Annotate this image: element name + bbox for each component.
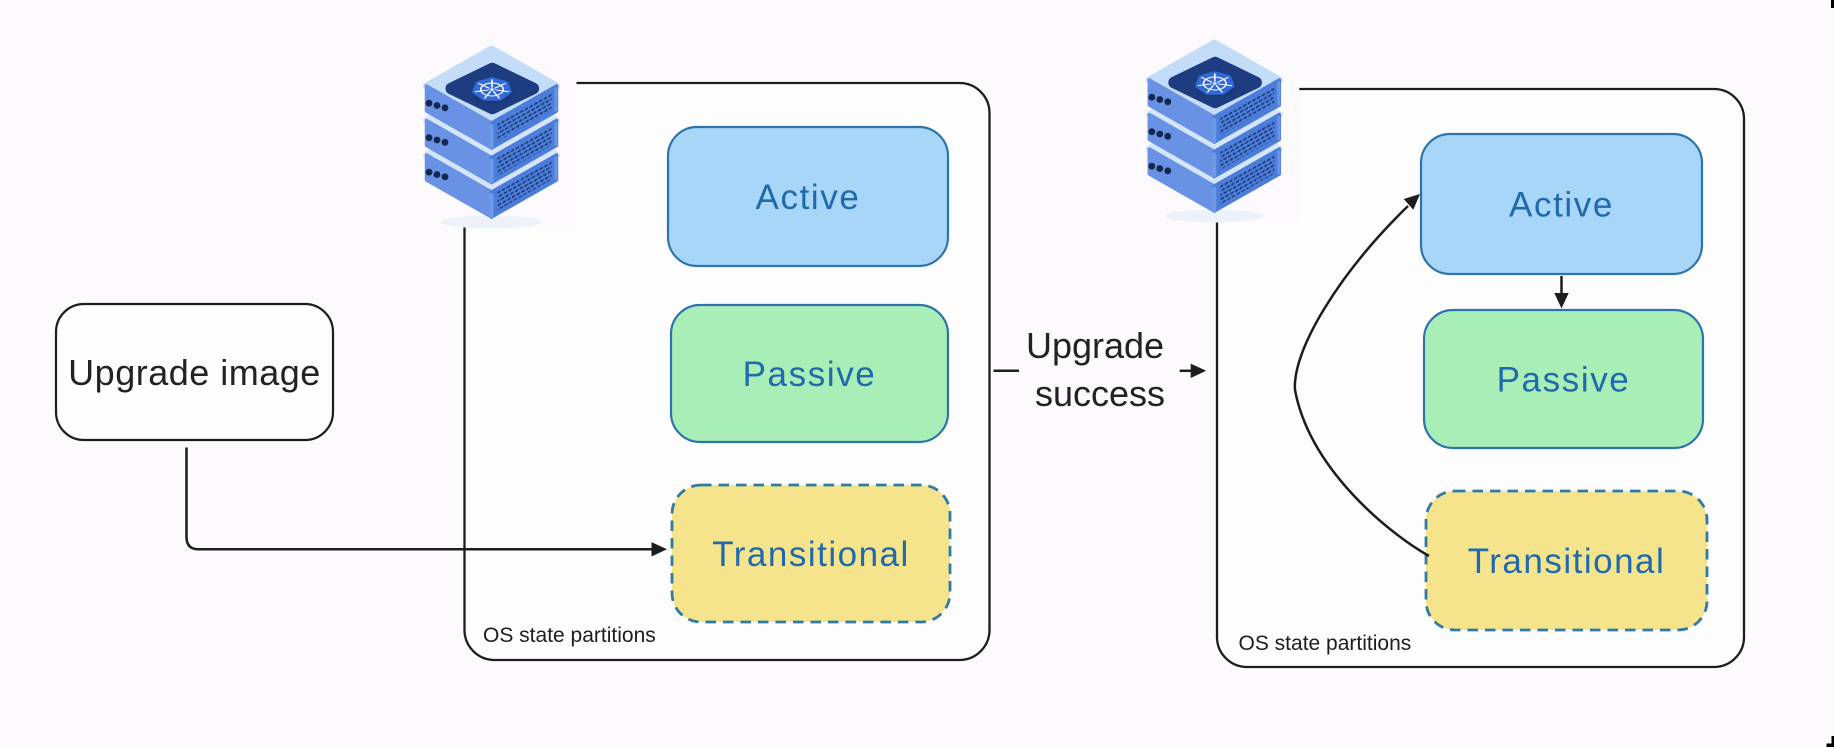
svg-text:OS state partitions: OS state partitions [483,624,656,647]
svg-text:Passive: Passive [743,355,877,394]
svg-text:OS state partitions: OS state partitions [1239,632,1412,655]
svg-text:Active: Active [1509,186,1614,225]
svg-text:Upgrade: Upgrade [1026,325,1164,366]
svg-text:Transitional: Transitional [712,535,910,574]
svg-text:Transitional: Transitional [1468,542,1666,581]
svg-text:Active: Active [756,178,861,217]
svg-text:success: success [1035,373,1165,414]
svg-text:Upgrade image: Upgrade image [68,352,321,393]
svg-text:Passive: Passive [1497,361,1631,400]
